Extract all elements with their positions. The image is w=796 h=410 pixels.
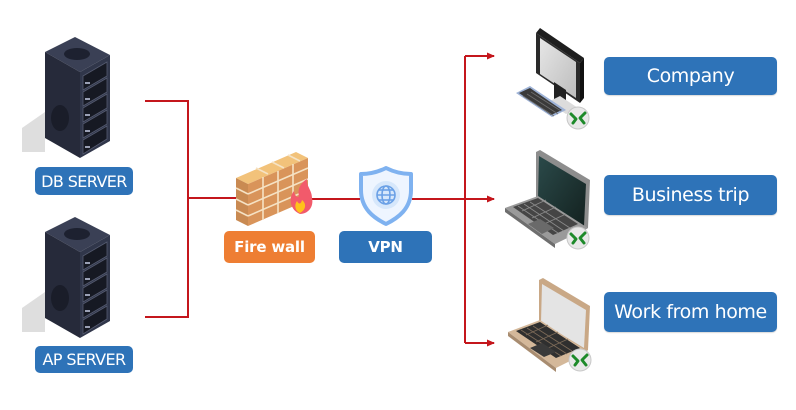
db-server-icon [22, 37, 110, 158]
beige-laptop-icon [508, 278, 590, 372]
vpn-label: VPN [339, 231, 432, 263]
work-from-home-label: Work from home [604, 292, 777, 332]
connector-lines [145, 52, 495, 347]
shield-globe-icon [359, 166, 413, 226]
connector-db-server [145, 100, 189, 198]
db-server-label: DB SERVER [35, 167, 133, 195]
remote-connection-icon [566, 226, 590, 250]
company-label: Company [604, 57, 777, 95]
business-trip-label: Business trip [604, 175, 777, 215]
remote-connection-icon [566, 106, 590, 130]
desktop-computer-icon [516, 28, 584, 117]
ap-server-label: AP SERVER [35, 346, 133, 373]
dark-laptop-icon [505, 150, 590, 248]
remote-connection-icon [568, 348, 592, 372]
ap-server-icon [22, 217, 110, 338]
connector-ap-server [145, 198, 189, 318]
firewall-label: Fire wall [224, 231, 315, 263]
brick-wall-fire-icon [235, 152, 313, 226]
